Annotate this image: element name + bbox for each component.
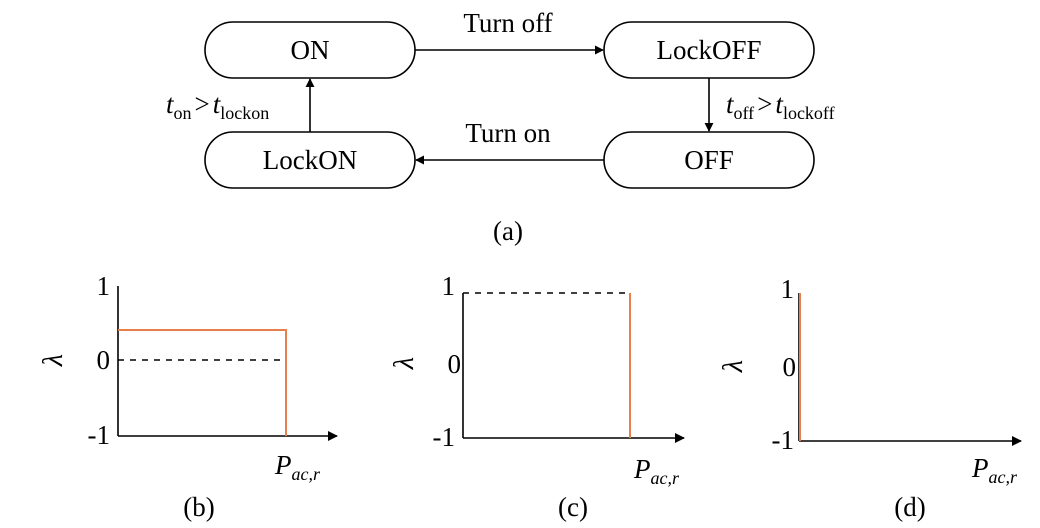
plot-b-xlabel: Pac,r — [274, 450, 321, 484]
plot-c-ytick-1: 1 — [442, 271, 456, 301]
caption-c: (c) — [558, 492, 588, 522]
label-turn-off: Turn off — [463, 8, 552, 38]
plot-b-ytick-0: 0 — [97, 345, 111, 375]
label-condition-on: ton>tlockon — [166, 89, 269, 123]
plot-d: 1 0 -1 λ Pac,r (d) — [718, 274, 1022, 522]
caption-d: (d) — [894, 492, 925, 522]
plot-d-ytick-minus1: -1 — [772, 425, 795, 455]
state-lockon: LockON — [204, 131, 416, 189]
state-machine: ON LockOFF OFF LockON Turn off toff>tloc… — [166, 8, 835, 246]
state-lockon-label: LockON — [263, 145, 357, 175]
state-lockoff-label: LockOFF — [656, 35, 761, 65]
label-condition-off: toff>tlockoff — [726, 89, 835, 123]
state-on: ON — [204, 21, 416, 79]
state-off-label: OFF — [684, 145, 734, 175]
state-on-label: ON — [291, 35, 330, 65]
plot-c: 1 0 -1 λ Pac,r (c) — [389, 271, 685, 522]
plot-d-ytick-1: 1 — [781, 274, 795, 304]
plot-b-lambda-line — [118, 329, 287, 436]
caption-b: (b) — [183, 492, 214, 522]
plot-d-ylabel: λ — [718, 360, 749, 373]
state-off: OFF — [603, 131, 815, 189]
plot-d-xlabel: Pac,r — [971, 453, 1018, 487]
plot-b-ytick-minus1: -1 — [88, 420, 111, 450]
plot-b-ytick-1: 1 — [97, 271, 111, 301]
label-turn-on: Turn on — [465, 118, 551, 148]
plot-c-ytick-minus1: -1 — [433, 422, 456, 452]
caption-a: (a) — [493, 216, 523, 246]
plot-d-ytick-0: 0 — [783, 352, 797, 382]
plot-b-ylabel: λ — [38, 354, 69, 367]
plot-c-ytick-0: 0 — [448, 349, 462, 379]
plot-c-xlabel: Pac,r — [633, 454, 680, 488]
plot-c-ylabel: λ — [389, 357, 420, 370]
plot-b: 1 0 -1 λ Pac,r (b) — [38, 271, 338, 522]
state-lockoff: LockOFF — [603, 21, 815, 79]
